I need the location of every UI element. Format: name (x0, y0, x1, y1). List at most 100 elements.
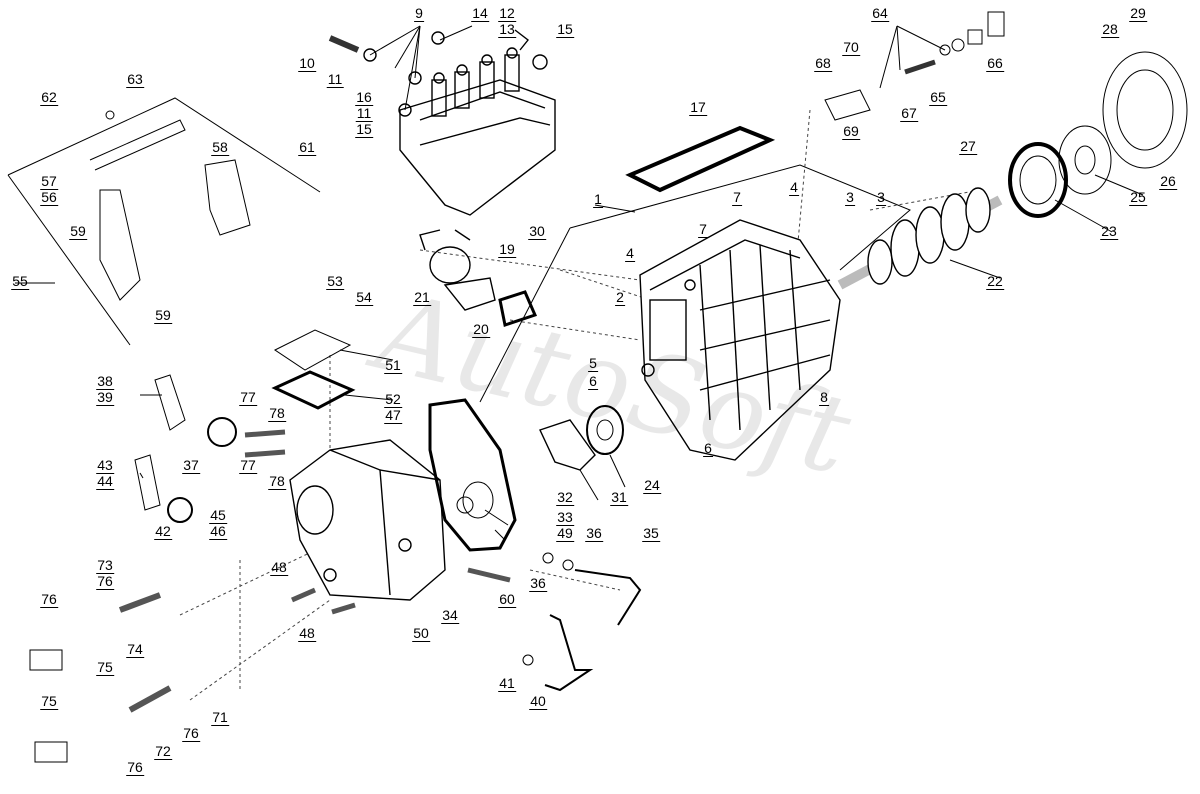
callout-label: 74 (126, 641, 144, 658)
callout-label: 22 (986, 273, 1004, 290)
callout-label: 39 (96, 389, 114, 406)
callout-label: 36 (529, 575, 547, 592)
callout-label: 3 (845, 189, 855, 206)
callout-label: 46 (209, 523, 227, 540)
callout-label: 25 (1129, 189, 1147, 206)
callout-label: 30 (528, 223, 546, 240)
callout-label: 66 (986, 55, 1004, 72)
callout-label: 26 (1159, 173, 1177, 190)
callout-label: 77 (239, 457, 257, 474)
callout-label: 72 (154, 743, 172, 760)
callout-label: 51 (384, 357, 402, 374)
callout-label: 50 (412, 625, 430, 642)
callout-label: 53 (326, 273, 344, 290)
callout-label: 76 (40, 591, 58, 608)
callout-label: 76 (182, 725, 200, 742)
callout-label: 34 (441, 607, 459, 624)
callout-label: 19 (498, 241, 516, 258)
gasket-17 (625, 125, 776, 193)
callout-label: 1 (593, 191, 603, 208)
shaft-35 (574, 569, 642, 626)
lever-38 (154, 374, 186, 431)
callout-label: 4 (625, 245, 635, 262)
callout-label: 58 (211, 139, 229, 156)
callout-label: 48 (298, 625, 316, 642)
callout-label: 61 (298, 139, 316, 156)
callout-label: 48 (270, 559, 288, 576)
callout-label: 78 (268, 473, 286, 490)
group-outline-55-lower (7, 174, 131, 346)
callout-label: 9 (414, 5, 424, 22)
callout-label: 20 (472, 321, 490, 338)
callout-label: 65 (929, 89, 947, 106)
callout-label: 71 (211, 709, 229, 726)
callout-label: 59 (154, 307, 172, 324)
callout-label: 38 (96, 373, 114, 390)
callout-label: 35 (642, 525, 660, 542)
callout-label: 73 (96, 557, 114, 574)
callout-label: 70 (842, 39, 860, 56)
callout-label: 37 (182, 457, 200, 474)
lever-40 (544, 614, 594, 692)
callout-label: 62 (40, 89, 58, 106)
callout-label: 32 (556, 489, 574, 506)
callout-label: 42 (154, 523, 172, 540)
callout-label: 12 (498, 5, 516, 22)
governor-housing (289, 439, 446, 601)
callout-label: 75 (96, 659, 114, 676)
callout-label: 6 (703, 440, 713, 457)
callout-label: 76 (126, 759, 144, 776)
callout-label: 47 (384, 407, 402, 424)
callout-label: 29 (1129, 5, 1147, 22)
group-outline-1-lower (479, 227, 571, 403)
leader-lines (15, 25, 1144, 541)
pump-housing (639, 219, 841, 461)
callout-label: 23 (1100, 223, 1118, 240)
callout-label: 44 (96, 473, 114, 490)
callout-label: 76 (96, 573, 114, 590)
callout-label: 60 (498, 591, 516, 608)
callout-label: 69 (842, 123, 860, 140)
callout-label: 41 (498, 675, 516, 692)
gasket-20 (498, 290, 538, 327)
callout-label: 45 (209, 507, 227, 524)
callout-label: 10 (298, 55, 316, 72)
injection-pump (328, 29, 556, 216)
callout-label: 59 (69, 223, 87, 240)
group-outline-1 (569, 164, 911, 271)
callout-label: 64 (871, 5, 889, 22)
callout-label: 54 (355, 289, 373, 306)
camshaft-22 (837, 187, 1003, 290)
callout-label: 13 (498, 21, 516, 38)
callout-label: 21 (413, 289, 431, 306)
callout-label: 24 (643, 477, 661, 494)
callout-label: 56 (40, 189, 58, 206)
gasket-52 (271, 370, 356, 410)
callout-label: 11 (326, 71, 344, 88)
callout-label: 68 (814, 55, 832, 72)
callout-label: 11 (355, 105, 373, 122)
callout-label: 77 (239, 389, 257, 406)
group-outline-55 (7, 97, 321, 193)
callout-label: 75 (40, 693, 58, 710)
callout-label: 49 (556, 525, 574, 542)
callout-label: 16 (355, 89, 373, 106)
bearing-24 (586, 405, 624, 455)
lever-43 (134, 454, 161, 511)
cover-51 (274, 329, 352, 371)
callout-label: 3 (876, 189, 886, 206)
callout-label: 40 (529, 693, 547, 710)
callout-label: 43 (96, 457, 114, 474)
callout-label: 52 (384, 391, 402, 408)
gasket-49 (428, 398, 517, 552)
callout-label: 78 (268, 405, 286, 422)
callout-label: 15 (355, 121, 373, 138)
cover-28 (1102, 51, 1188, 169)
callout-label: 67 (900, 105, 918, 122)
fuel-pump-19 (419, 229, 496, 311)
callout-label: 55 (11, 273, 29, 290)
callout-label: 7 (732, 189, 742, 206)
callout-label: 57 (40, 173, 58, 190)
seal-23 (1008, 142, 1068, 218)
